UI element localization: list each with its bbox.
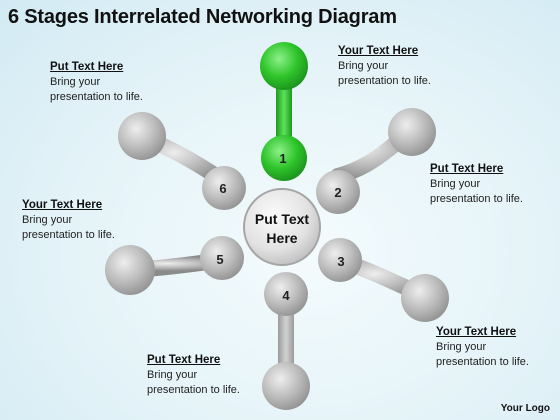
stage-3-inner-bulb	[318, 238, 362, 282]
callout-line-1: Bring your	[22, 214, 73, 226]
stage-5-inner-bulb	[200, 236, 244, 280]
stage-6-outer-bulb	[118, 112, 166, 160]
callout-line-1: Bring your	[436, 341, 487, 353]
callout-stage-2: Put Text Here Bring your presentation to…	[430, 162, 523, 207]
callout-line-1: Bring your	[338, 60, 389, 72]
callout-line-2: presentation to life.	[430, 193, 523, 205]
callout-stage-5: Your Text Here Bring your presentation t…	[22, 198, 115, 243]
callout-line-2: presentation to life.	[147, 384, 240, 396]
callout-heading: Put Text Here	[430, 163, 504, 175]
callout-heading: Put Text Here	[50, 61, 124, 73]
stage-1-inner-bulb	[261, 135, 307, 181]
stage-2-outer-bulb	[388, 108, 436, 156]
stage-2-arm: 2	[316, 108, 436, 214]
stage-2-inner-bulb	[316, 170, 360, 214]
stage-3-number: 3	[337, 254, 344, 269]
callout-stage-1: Your Text Here Bring your presentation t…	[338, 44, 431, 89]
callout-stage-4: Put Text Here Bring your presentation to…	[147, 353, 240, 398]
stage-1-number: 1	[279, 151, 286, 166]
stage-5-arm: 5	[105, 236, 244, 295]
callout-heading: Your Text Here	[338, 45, 419, 57]
stage-6-arm: 6	[118, 112, 246, 210]
callout-line-2: presentation to life.	[436, 356, 529, 368]
callout-line-2: presentation to life.	[50, 91, 143, 103]
center-node: Put Text Here	[243, 188, 321, 266]
stage-1-outer-bulb	[260, 42, 308, 90]
stage-2-number: 2	[334, 185, 341, 200]
callout-stage-6: Put Text Here Bring your presentation to…	[50, 60, 143, 105]
logo-text: Your Logo	[500, 403, 550, 414]
stage-4-number: 4	[282, 288, 290, 303]
stage-3-outer-bulb	[401, 274, 449, 322]
callout-line-2: presentation to life.	[22, 229, 115, 241]
callout-line-2: presentation to life.	[338, 75, 431, 87]
stage-4-inner-bulb	[264, 272, 308, 316]
center-label-line-1: Put Text	[255, 211, 310, 227]
stage-4-arm: 4	[262, 272, 310, 410]
stage-6-number: 6	[219, 181, 226, 196]
callout-heading: Put Text Here	[147, 354, 221, 366]
stage-5-number: 5	[216, 252, 223, 267]
callout-line-1: Bring your	[147, 369, 198, 381]
stage-3-arm: 3	[318, 238, 449, 322]
callout-line-1: Bring your	[50, 76, 101, 88]
callout-stage-3: Your Text Here Bring your presentation t…	[436, 325, 529, 370]
stage-1-arm: 1	[260, 42, 308, 181]
slide-title: 6 Stages Interrelated Networking Diagram	[8, 6, 397, 28]
callout-heading: Your Text Here	[22, 199, 103, 211]
center-label-line-2: Here	[266, 230, 297, 246]
stage-6-inner-bulb	[202, 166, 246, 210]
stage-4-outer-bulb	[262, 362, 310, 410]
callout-line-1: Bring your	[430, 178, 481, 190]
callout-heading: Your Text Here	[436, 326, 517, 338]
stage-5-outer-bulb	[105, 245, 155, 295]
